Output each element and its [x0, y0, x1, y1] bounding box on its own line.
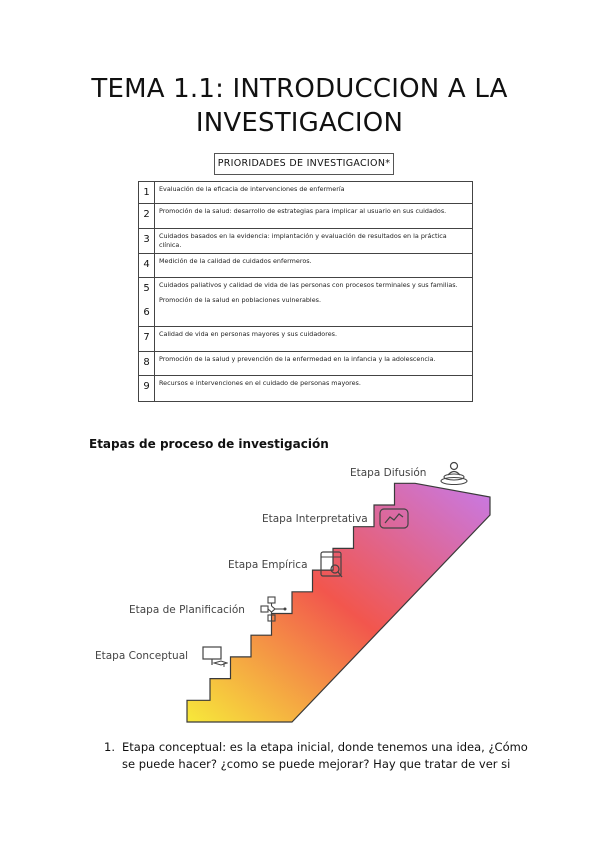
document-search-icon [320, 551, 343, 578]
page-title: TEMA 1.1: INTRODUCCION A LA INVESTIGACIO… [91, 74, 508, 138]
row-number-stack: 5 6 [138, 277, 155, 327]
priorities-table: 1 Evaluación de la eficacia de intervenc… [138, 181, 473, 402]
stairs-diagram [186, 482, 491, 723]
list-item-number: 1. [104, 740, 115, 754]
row-number: 1 [138, 181, 155, 204]
list-item: 1. Etapa conceptual: es la etapa inicial… [104, 739, 534, 773]
row-text: Cuidados basados en la evidencia: implan… [154, 228, 473, 254]
stage-label-difusion: Etapa Difusión [350, 467, 427, 479]
staircase [186, 482, 491, 723]
row-number: 8 [138, 351, 155, 376]
stages-heading: Etapas de proceso de investigación [89, 437, 329, 451]
row-text: Recursos e intervenciones en el cuidado … [154, 375, 473, 402]
row-text: Promoción de la salud en poblaciones vul… [159, 295, 321, 304]
flowchart-icon [260, 596, 287, 622]
row-number: 7 [138, 326, 155, 352]
row-number: 3 [138, 228, 155, 254]
stage-label-interpretativa: Etapa Interpretativa [262, 513, 368, 525]
row-number: 4 [138, 253, 155, 278]
row-number: 5 [143, 283, 150, 294]
presentation-icon [202, 646, 228, 667]
stage-label-conceptual: Etapa Conceptual [95, 650, 189, 662]
row-number: 9 [138, 375, 155, 402]
row-text: Calidad de vida en personas mayores y su… [154, 326, 473, 352]
list-item-text: Etapa conceptual: es la etapa inicial, d… [122, 740, 528, 771]
stage-label-empirica: Etapa Empírica [228, 559, 308, 571]
row-number: 6 [143, 307, 150, 318]
row-text-stack: Cuidados paliativos y calidad de vida de… [154, 277, 473, 327]
row-text: Evaluación de la eficacia de intervencio… [154, 181, 473, 204]
person-broadcast-icon [440, 461, 468, 486]
row-text: Cuidados paliativos y calidad de vida de… [159, 281, 458, 289]
row-text: Promoción de la salud y prevención de la… [154, 351, 473, 376]
row-text: Promoción de la salud: desarrollo de est… [154, 203, 473, 229]
stage-label-planificacion: Etapa de Planificación [129, 604, 245, 616]
table-caption: PRIORIDADES DE INVESTIGACION* [214, 153, 394, 175]
row-text: Medición de la calidad de cuidados enfer… [154, 253, 473, 278]
line-chart-icon [379, 508, 409, 529]
row-number: 2 [138, 203, 155, 229]
numbered-list: 1. Etapa conceptual: es la etapa inicial… [104, 739, 534, 773]
